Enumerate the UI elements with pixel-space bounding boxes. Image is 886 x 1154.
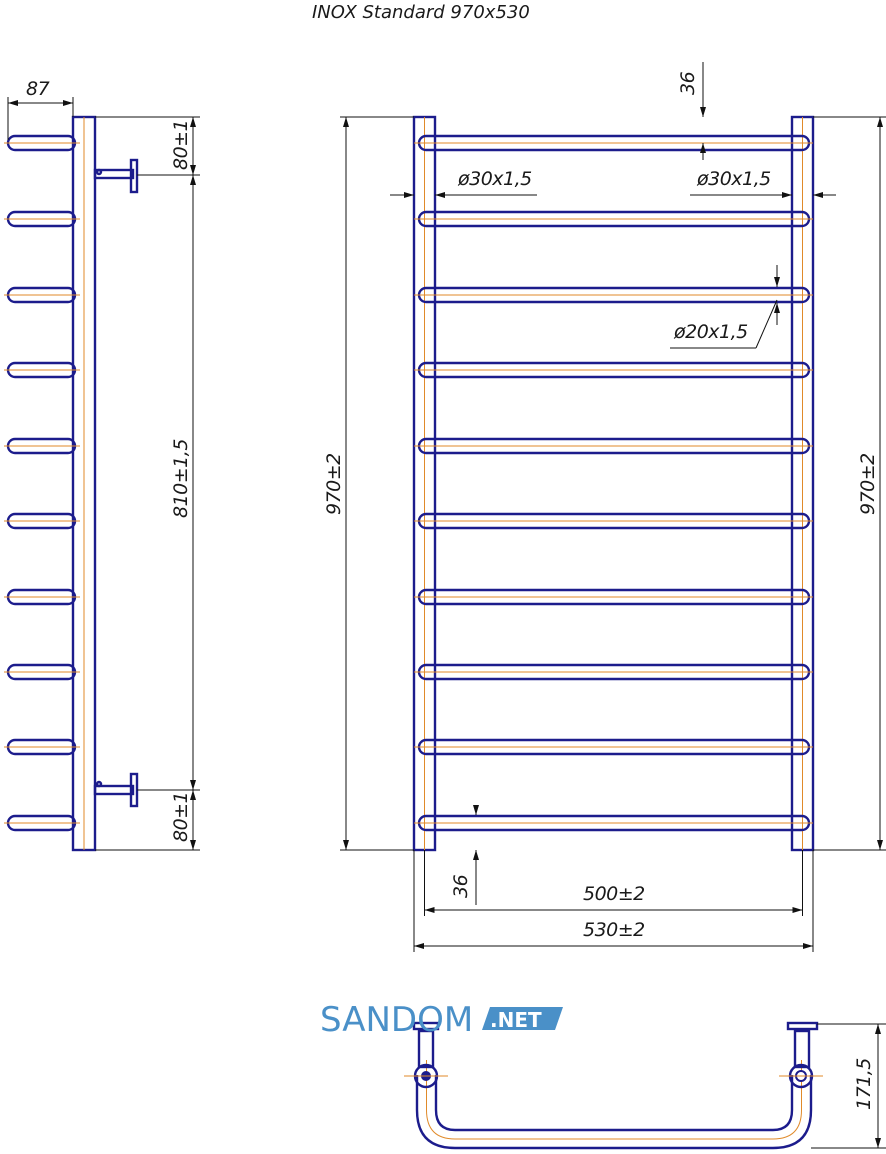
dim-top-view-depth-label: 171,5 [853,1058,875,1110]
watermark-brand: SANDOM [320,1000,473,1040]
dim-side-depth-label: 87 [26,78,50,100]
side-bracket-top [93,158,139,194]
side-view: 87 80±1 810±1,5 80±1 [4,78,200,852]
dim-height-left-label: 970±2 [323,453,345,515]
dim-tube-left-label: ø30x1,5 [457,168,532,190]
dim-rung-label: ø20x1,5 [673,321,748,343]
dim-axis-width-label: 500±2 [583,883,645,905]
dim-bracket-bottom-label: 80±1 [170,792,192,842]
drawing-title: INOX Standard 970x530 [312,2,530,23]
dim-tube-right-label: ø30x1,5 [696,168,771,190]
dim-top-offset-label: 36 [677,71,699,95]
dim-side-depth: 87 [7,78,74,140]
watermark-logo: SANDOM .NET [320,1000,563,1040]
dim-bottom-offset-label: 36 [450,874,472,898]
top-view: 171,5 [404,1021,886,1150]
front-view: 970±2 970±2 36 ø30x1,5 ø30x1,5 ø20x1,5 3… [323,62,886,952]
side-rungs [4,134,80,832]
dim-total-width-label: 530±2 [583,919,645,941]
dim-bracket-top-label: 80±1 [170,120,192,170]
dim-height-right-label: 970±2 [857,453,879,515]
watermark-tld: .NET [490,1008,542,1032]
dim-bracket-span-label: 810±1,5 [170,439,192,518]
front-rungs [414,134,813,832]
side-bracket-bottom [93,772,139,808]
